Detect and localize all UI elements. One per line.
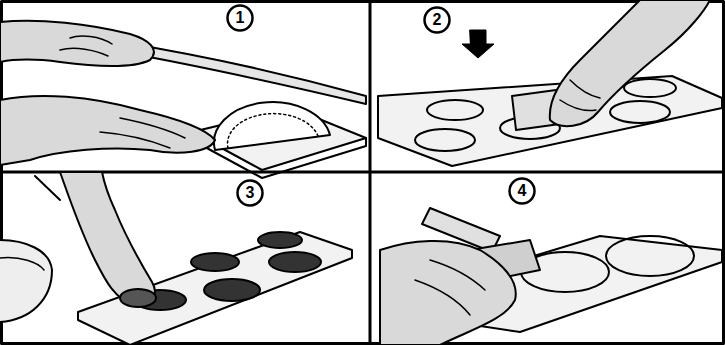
hand bbox=[550, 0, 710, 126]
mold-hole bbox=[624, 79, 676, 97]
finger-lines bbox=[100, 118, 185, 148]
knife-blade bbox=[120, 42, 366, 104]
filled-hole bbox=[191, 253, 239, 271]
filled-hole bbox=[269, 252, 321, 272]
finger-lines bbox=[60, 36, 112, 56]
filled-hole bbox=[204, 279, 260, 301]
filling-lump bbox=[120, 289, 156, 307]
finger-lines bbox=[415, 260, 485, 315]
callout-number: 3 bbox=[236, 179, 264, 207]
mold-hole bbox=[415, 129, 475, 151]
finger-lines bbox=[560, 80, 600, 111]
callout-number: 1 bbox=[226, 4, 254, 32]
panel-divider bbox=[369, 0, 372, 345]
hand bbox=[380, 241, 516, 345]
filled-hole bbox=[258, 232, 302, 248]
hand bbox=[0, 21, 154, 67]
step-number-circle: 1 bbox=[226, 4, 254, 32]
callout-number: 4 bbox=[508, 177, 536, 205]
hand bbox=[60, 172, 155, 305]
mold-hole bbox=[610, 101, 670, 123]
step-number-circle: 2 bbox=[423, 6, 451, 34]
step-number-circle: 4 bbox=[508, 177, 536, 205]
step-number-circle: 3 bbox=[236, 179, 264, 207]
template-ticks bbox=[228, 114, 318, 148]
panel-divider bbox=[0, 171, 725, 174]
down-arrow bbox=[462, 30, 494, 58]
bowl bbox=[0, 240, 52, 322]
mold-hole bbox=[427, 100, 483, 120]
round-template bbox=[214, 102, 330, 150]
hand bbox=[0, 96, 215, 165]
pressed-disc bbox=[606, 236, 694, 276]
bowl-rim bbox=[0, 258, 44, 270]
spoon bbox=[35, 176, 60, 200]
callout-number: 2 bbox=[423, 6, 451, 34]
